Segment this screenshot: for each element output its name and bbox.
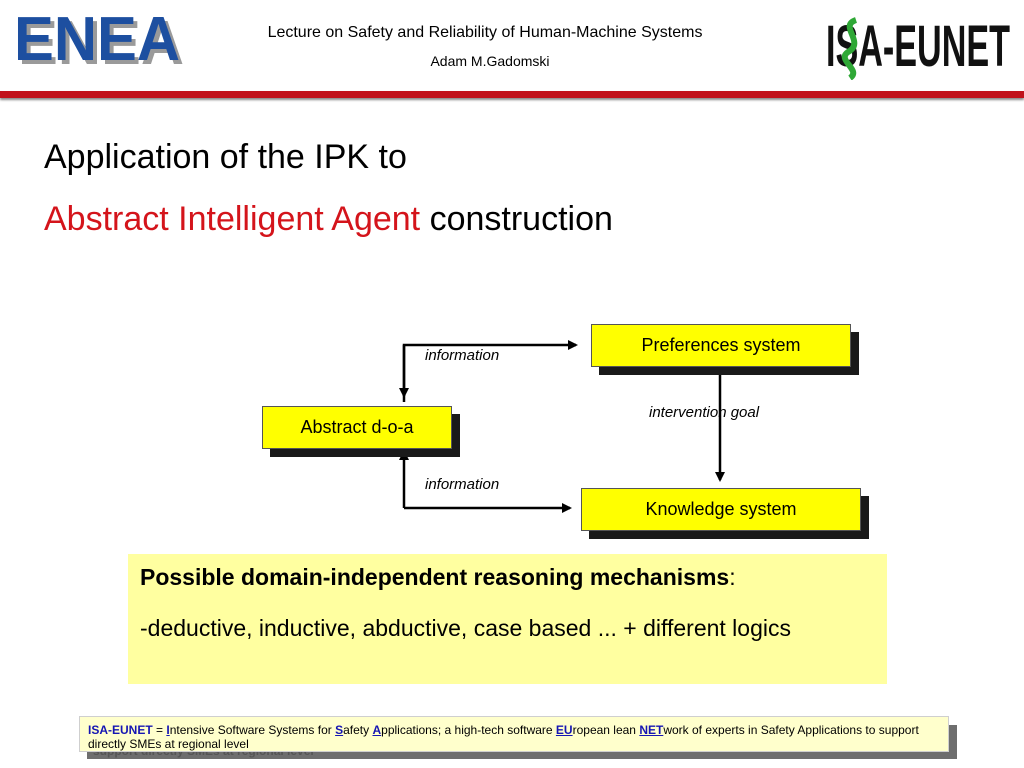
footer-afety: afety <box>343 723 373 737</box>
isa-green-swoosh <box>841 17 858 80</box>
footer-letters-eu: EU <box>555 723 573 737</box>
header-divider <box>0 91 1024 98</box>
reasoning-heading-text: Possible domain-independent reasoning me… <box>140 564 730 590</box>
footer-note: ISA-EUNET = Intensive Software Systems f… <box>79 716 949 752</box>
isa-eunet-logo: ISA-EUNET <box>826 14 1010 80</box>
knowledge-system-node: Knowledge system <box>581 488 861 531</box>
reasoning-heading: Possible domain-independent reasoning me… <box>140 564 736 591</box>
footer-applications: pplications; a high-tech software <box>381 723 556 737</box>
slide-title-highlight: Abstract Intelligent Agent <box>44 200 421 238</box>
footer-work: work of experts in Safety Applications t… <box>88 723 919 751</box>
reasoning-heading-colon: : <box>729 564 736 590</box>
header-title: Lecture on Safety and Reliability of Hum… <box>267 24 703 41</box>
svg-text:ENEA: ENEA <box>18 10 184 76</box>
footer-text: ISA-EUNET = Intensive Software Systems f… <box>88 723 940 751</box>
edge-label-intervention-goal: intervention goal <box>649 404 760 421</box>
svg-text:ENEA: ENEA <box>14 10 180 74</box>
slide-title-rest: construction <box>420 200 613 238</box>
edge-label-information-bottom: information <box>425 476 500 493</box>
slide-title-line2: Abstract Intelligent Agent construction <box>44 200 613 239</box>
agent-diagram: Preferences system Abstract d-o-a Knowle… <box>0 300 1024 550</box>
abstract-doa-node: Abstract d-o-a <box>262 406 452 449</box>
footer-letter-i: I <box>166 723 170 737</box>
footer-label: ISA-EUNET <box>88 723 153 737</box>
reasoning-mechanisms-box: Possible domain-independent reasoning me… <box>128 554 887 684</box>
footer-intensive: ntensive Software Systems for <box>169 723 336 737</box>
footer-letter-a: A <box>372 723 382 737</box>
reasoning-body: -deductive, inductive, abductive, case b… <box>140 615 791 641</box>
footer-ropean: ropean lean <box>572 723 640 737</box>
header-author: Adam M.Gadomski <box>430 53 550 69</box>
edge-label-information-top: information <box>425 347 500 364</box>
footer-letter-s: S <box>335 723 344 737</box>
footer-equals: = <box>152 723 167 737</box>
footer-letters-net: NET <box>639 723 664 737</box>
slide-title-line1: Application of the IPK to <box>44 138 407 176</box>
enea-logo: ENEA ENEA <box>14 10 184 76</box>
preferences-system-node: Preferences system <box>591 324 851 367</box>
diagram-arrows <box>399 340 725 513</box>
